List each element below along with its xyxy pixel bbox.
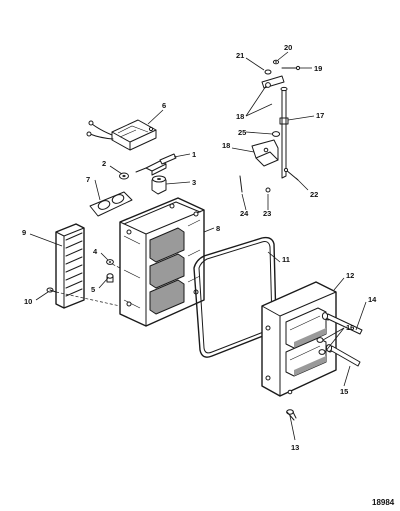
callout-13: 13 [291, 443, 299, 452]
callout-18-top: 18 [236, 112, 244, 121]
part-2-bushing [119, 172, 129, 180]
part-1-sensor [135, 153, 177, 176]
callout-10: 10 [24, 297, 32, 306]
alignment-line [55, 291, 121, 307]
part-20-nut [272, 59, 280, 65]
part-12-cover [261, 281, 337, 397]
part-8-housing [119, 197, 205, 327]
callout-16: 16 [346, 323, 354, 332]
part-6-module [86, 119, 157, 151]
part-25-bushing [271, 131, 281, 137]
part-3-spacer [151, 175, 167, 195]
callout-7: 7 [86, 175, 90, 184]
part-15-bolt [325, 344, 361, 367]
leader-lines [29, 51, 367, 441]
callout-21: 21 [236, 51, 244, 60]
callout-4: 4 [93, 247, 98, 256]
part-10-screw [46, 287, 57, 293]
part-13-screw [286, 409, 297, 421]
callout-22: 22 [310, 190, 318, 199]
callout-5: 5 [91, 285, 95, 294]
part-21-washer [264, 69, 272, 75]
callout-2: 2 [102, 159, 106, 168]
callout-8: 8 [216, 224, 220, 233]
part-18-bracket [251, 139, 279, 167]
callout-20: 20 [284, 43, 292, 52]
callout-6: 6 [162, 101, 166, 110]
callout-24: 24 [240, 209, 249, 218]
callout-1: 1 [192, 150, 196, 159]
part-4-nut [106, 259, 114, 265]
part-23-clip [265, 187, 271, 193]
figure-number: 18984 [372, 498, 395, 507]
callout-15: 15 [340, 387, 348, 396]
callout-12: 12 [346, 271, 354, 280]
callout-14: 14 [368, 295, 377, 304]
part-9-reed-plate [55, 223, 85, 309]
callout-9: 9 [22, 228, 26, 237]
part-14-bolt [321, 312, 363, 335]
callout-labels: 1 2 3 4 5 6 7 8 9 10 11 12 13 14 15 16 1… [22, 43, 377, 452]
callout-23: 23 [263, 209, 271, 218]
callout-3: 3 [192, 178, 196, 187]
callout-19: 19 [314, 64, 322, 73]
part-19-screw [281, 65, 301, 71]
callout-18-lower: 18 [222, 141, 230, 150]
part-7-gasket [89, 191, 133, 217]
part-17-rod [279, 86, 289, 179]
callout-11: 11 [282, 255, 290, 264]
callout-17: 17 [316, 111, 324, 120]
part-5-screw [106, 273, 114, 283]
part-24-screw [239, 175, 243, 193]
part-18-link-top [261, 75, 285, 89]
callout-25: 25 [238, 128, 246, 137]
